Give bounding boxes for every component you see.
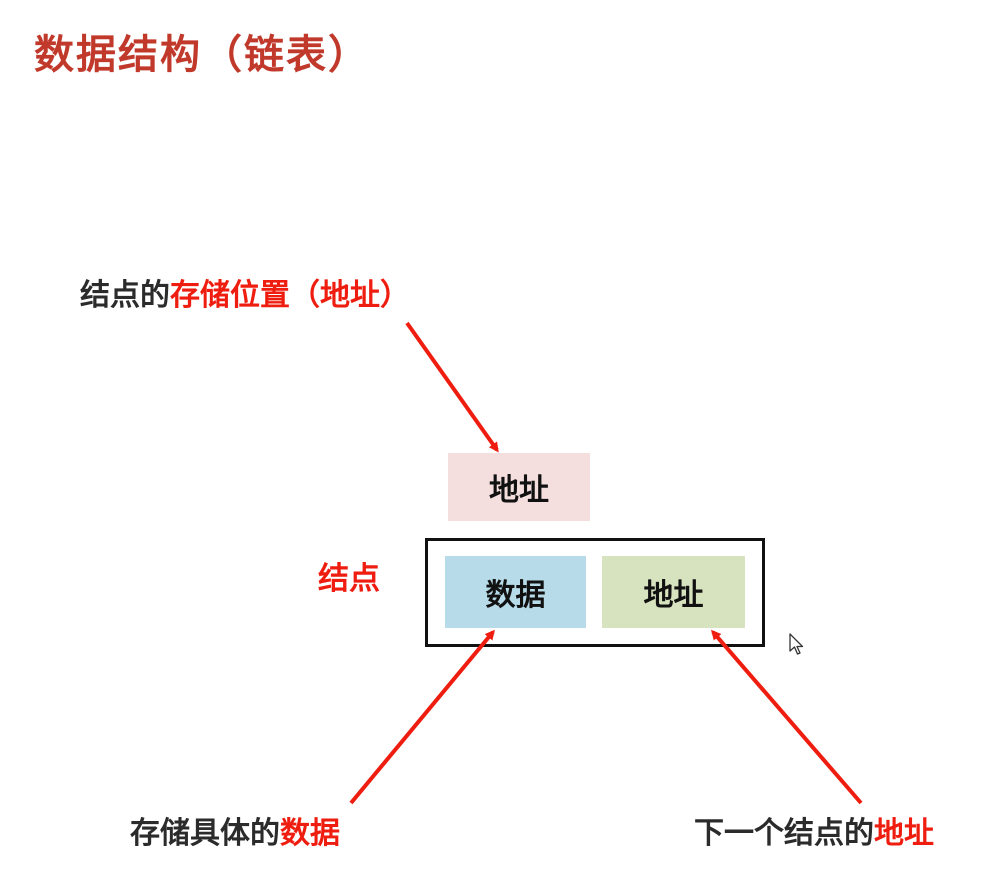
node-frame	[425, 538, 765, 647]
arrow-to-address-box	[405, 321, 499, 453]
next-label-prefix: 下一个结点的	[694, 816, 874, 851]
data-field-box: 数据	[445, 556, 586, 628]
data-label-prefix: 存储具体的	[130, 816, 280, 851]
arrow-to-next-address-box	[711, 629, 863, 805]
address-label-highlight: 存储位置（地址）	[170, 278, 410, 313]
mouse-pointer-icon	[789, 633, 804, 655]
page-title: 数据结构（链表）	[34, 32, 370, 78]
arrow-to-data-box	[349, 629, 495, 805]
node-label: 结点	[318, 561, 380, 597]
data-label-highlight: 数据	[280, 816, 340, 851]
next-address-box: 地址	[602, 556, 745, 628]
data-label: 存储具体的数据	[130, 808, 340, 852]
next-address-label: 下一个结点的地址	[694, 808, 934, 852]
address-box: 地址	[448, 453, 590, 521]
next-label-highlight: 地址	[874, 816, 934, 851]
address-label: 结点的存储位置（地址）	[80, 270, 410, 314]
address-label-prefix: 结点的	[80, 278, 170, 313]
